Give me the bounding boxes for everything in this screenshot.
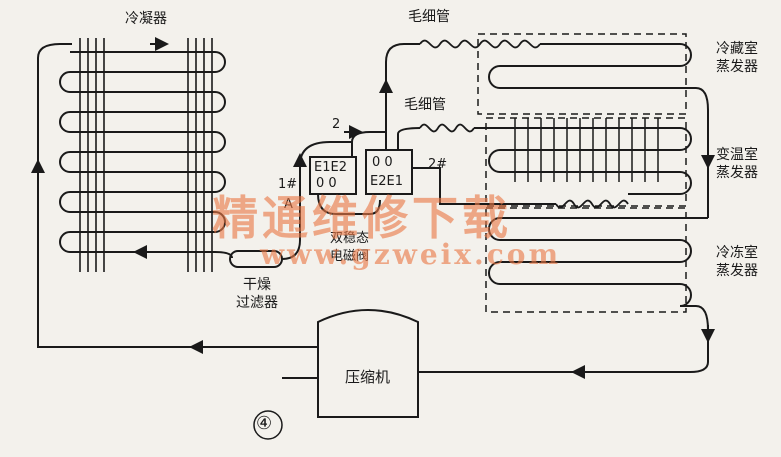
suction-pipe <box>418 305 709 373</box>
port-1-label: 1# <box>278 177 298 192</box>
fridge-evaporator-coil <box>488 43 696 89</box>
capillary-coil-mid <box>419 123 475 133</box>
variable-evaporator-label: 变温室 蒸发器 <box>716 147 758 181</box>
freezer-evaporator-coil <box>488 217 708 307</box>
valve-to-top-capillary <box>385 43 420 150</box>
port-2hash-label: 2# <box>428 157 448 172</box>
capillary-coil-top <box>419 39 541 49</box>
valve-body-right <box>365 149 413 195</box>
valve-right-top-text: 0 0 <box>372 155 393 170</box>
valve-to-mid-capillary <box>397 127 421 150</box>
figure-number-circle <box>253 410 283 440</box>
port-2-label: 2 <box>332 117 341 132</box>
variable-evaporator-fins <box>514 118 659 182</box>
capillary-top-label: 毛细管 <box>408 9 450 25</box>
dryer-filter-label: 干燥 过滤器 <box>236 277 278 311</box>
valve-to-lower-coil <box>412 167 556 205</box>
valve-left-top-text: E1E2 <box>314 160 347 175</box>
figure-number: ④ <box>256 413 273 434</box>
capillary-mid-label: 毛细管 <box>404 97 446 113</box>
valve-port-2 <box>351 131 387 157</box>
compressor-label: 压缩机 <box>345 368 391 386</box>
discharge-pipe <box>37 43 318 348</box>
watermark-url: www.gzweix.com <box>260 238 562 271</box>
fridge-evaporator-label: 冷藏室 蒸发器 <box>716 41 758 75</box>
condenser-outlet-pipe <box>214 251 233 259</box>
valve-right-bottom-text: E2E1 <box>370 174 403 189</box>
variable-evaporator-coil <box>474 127 692 195</box>
condenser-fins <box>79 38 213 272</box>
compartment-outlines <box>477 33 687 313</box>
condenser-label: 冷凝器 <box>125 11 167 27</box>
capillary-coil-lower <box>555 199 629 209</box>
compressor-body <box>317 309 419 418</box>
valve-name-label: 双稳态 电磁阀 <box>330 231 370 264</box>
watermark-title: 精通维修下载 <box>212 191 512 245</box>
fridge-evap-return <box>695 87 709 218</box>
condenser-coil <box>59 51 226 253</box>
valve-body-left <box>309 156 357 195</box>
valve-bridge <box>317 193 381 215</box>
freezer-evaporator-label: 冷冻室 蒸发器 <box>716 245 758 279</box>
valve-left-bottom-text: 0 0 <box>316 176 337 191</box>
port-a-label: A <box>284 197 293 212</box>
